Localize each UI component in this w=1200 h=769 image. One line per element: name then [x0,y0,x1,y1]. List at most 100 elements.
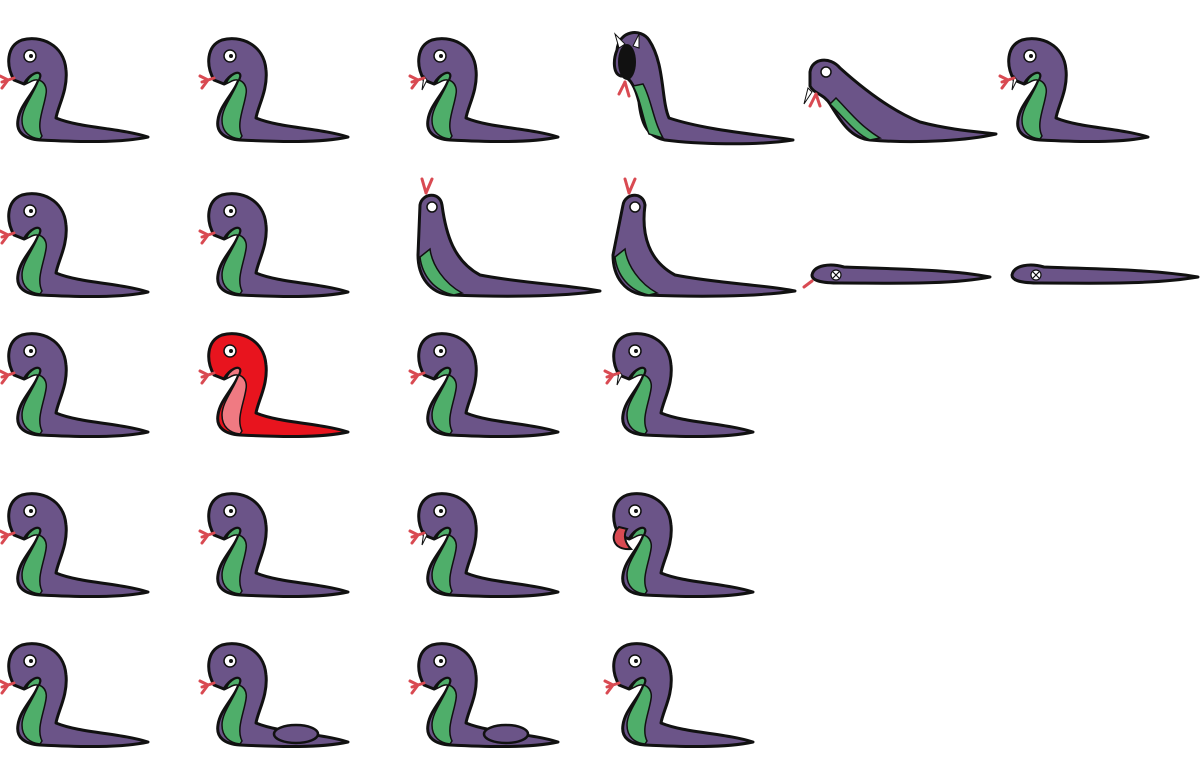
snake-belly [21,72,48,140]
snake-body [611,193,797,298]
snake-belly [221,527,248,595]
sprite-frame-idle-2 [198,10,400,160]
snake-pose-coil-mouth [612,492,755,599]
tongue [0,679,16,695]
snake-sprite [416,177,602,298]
sprite-frame-idle-1 [0,10,200,160]
dead-eye-mark [1032,271,1040,279]
snake-sprite [408,492,560,599]
pupil [229,509,233,513]
snake-belly [21,527,48,595]
sprite-frame-attack-2 [198,465,400,615]
open-mouth [612,525,634,551]
tongue [808,92,822,108]
snake-pose-coil [198,37,350,144]
tongue [603,679,621,695]
pupil [1029,54,1033,58]
snake-sprite [198,332,350,439]
sprite-frame-attack-3 [408,465,610,615]
snake-pose-strike-open [612,31,795,146]
snake-belly [614,247,660,296]
snake-sprite [198,642,350,749]
snake-sprite [0,37,150,144]
snake-sprite [612,31,795,146]
pupil [439,54,443,58]
snake-belly [221,677,248,745]
sprite-frame-idle-3 [408,10,610,160]
sprite-frame-idle-5 [800,10,1000,160]
snake-belly [221,72,248,140]
snake-pose-coil [198,192,350,299]
swallowed-prey-lump [272,723,320,745]
tongue [802,279,814,289]
pupil [439,509,443,513]
sprite-frame-idle-4 [605,10,805,160]
pupil [229,659,233,663]
eye-icon [820,66,832,78]
snake-belly [431,677,458,745]
pupil [634,509,638,513]
snake-pose-lunge [803,58,998,144]
snake-sprite [0,642,150,749]
snake-belly [431,527,458,595]
sprite-frame-eat-4 [603,615,805,765]
snake-pose-coil-hit [198,332,350,439]
sprite-frame-death-4 [605,165,805,315]
snake-pose-coil-lump [408,642,560,749]
snake-belly [221,227,248,295]
fang [803,87,813,105]
snake-sprite [408,642,560,749]
sprite-frame-death-6 [1000,165,1200,315]
snake-belly [21,227,48,295]
tongue [198,229,216,245]
tongue [198,529,216,545]
dead-eye-mark [832,271,840,279]
sprite-frame-hurt-4 [603,305,805,455]
sprite-frame-eat-3 [408,615,610,765]
tongue [408,679,426,695]
snake-belly [631,83,665,140]
snake-pose-coil [0,642,150,749]
pupil [29,54,33,58]
snake-belly [431,367,458,435]
sprite-frame-death-5 [800,165,1000,315]
tongue [408,369,426,385]
sprite-frame-eat-1 [0,615,200,765]
pupil [634,659,638,663]
tongue [617,80,631,98]
sprite-frame-hurt-2 [198,305,400,455]
tongue [0,369,16,385]
snake-belly [626,677,653,745]
snake-pose-coil [198,492,350,599]
tongue [420,177,434,195]
snake-pose-coil-lump [198,642,350,749]
pupil [229,54,233,58]
fang [613,32,626,49]
snake-body [810,263,992,285]
snake-sprite [198,192,350,299]
snake-sprite [611,177,797,298]
sprite-frame-death-2 [198,165,400,315]
sprite-frame-attack-1 [0,465,200,615]
pupil [29,209,33,213]
snake-pose-coil [0,492,150,599]
sprite-frame-death-3 [410,165,610,315]
snake-pose-stretch-up [416,177,602,298]
snake-pose-flat-dead [802,263,992,289]
snake-belly [419,247,465,296]
pupil [439,349,443,353]
snake-pose-coil [0,332,150,439]
sprite-frame-hurt-1 [0,305,200,455]
tongue [408,529,426,545]
sprite-frame-hurt-3 [408,305,610,455]
snake-sprite [198,37,350,144]
open-mouth [618,44,636,80]
snake-belly [626,367,653,435]
tongue [623,177,637,195]
snake-sprite [0,492,150,599]
pupil [29,659,33,663]
sprite-sheet [0,10,1200,749]
snake-pose-coil [408,332,560,439]
snake-sprite [998,37,1150,144]
snake-pose-coil-fangs [408,37,560,144]
